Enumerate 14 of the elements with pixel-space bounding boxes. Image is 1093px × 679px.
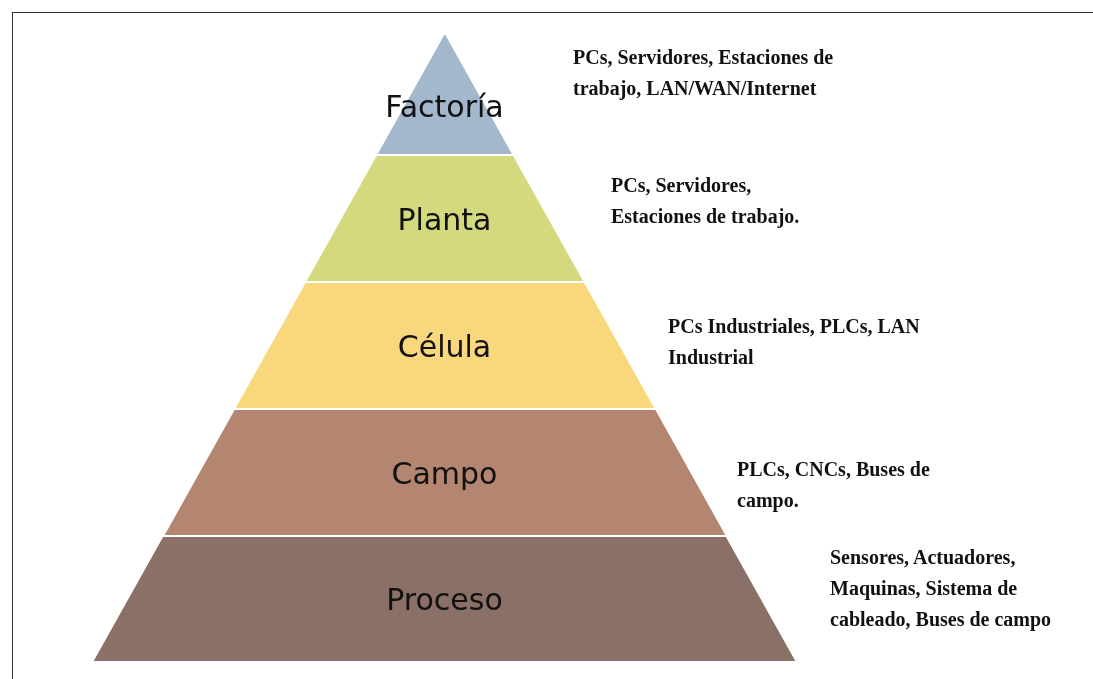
pyramid-tier <box>233 282 656 409</box>
pyramid-tier <box>162 409 727 536</box>
tier-description: PCs, Servidores, Estaciones de trabajo. <box>611 173 801 230</box>
tier-description: PCs Industriales, PLCs, LAN Industrial <box>668 314 921 370</box>
tier-label: Proceso <box>386 581 503 617</box>
tier-label: Campo <box>391 455 498 490</box>
pyramid-tier <box>304 155 585 282</box>
tier-description: Sensores, Actuadores, Maquinas, Sistema de cableado, Buses de campo <box>830 545 1053 633</box>
tier-label: Célula <box>397 328 492 363</box>
tier-description: PCs, Servidores, Estaciones de trabajo, LAN/WAN/Internet <box>573 45 835 102</box>
tier-label: Factoría <box>385 88 504 123</box>
tier-label: Planta <box>397 201 492 236</box>
tier-description: PLCs, CNCs, Buses de campo. <box>737 457 931 514</box>
pyramid-tier <box>92 536 797 662</box>
